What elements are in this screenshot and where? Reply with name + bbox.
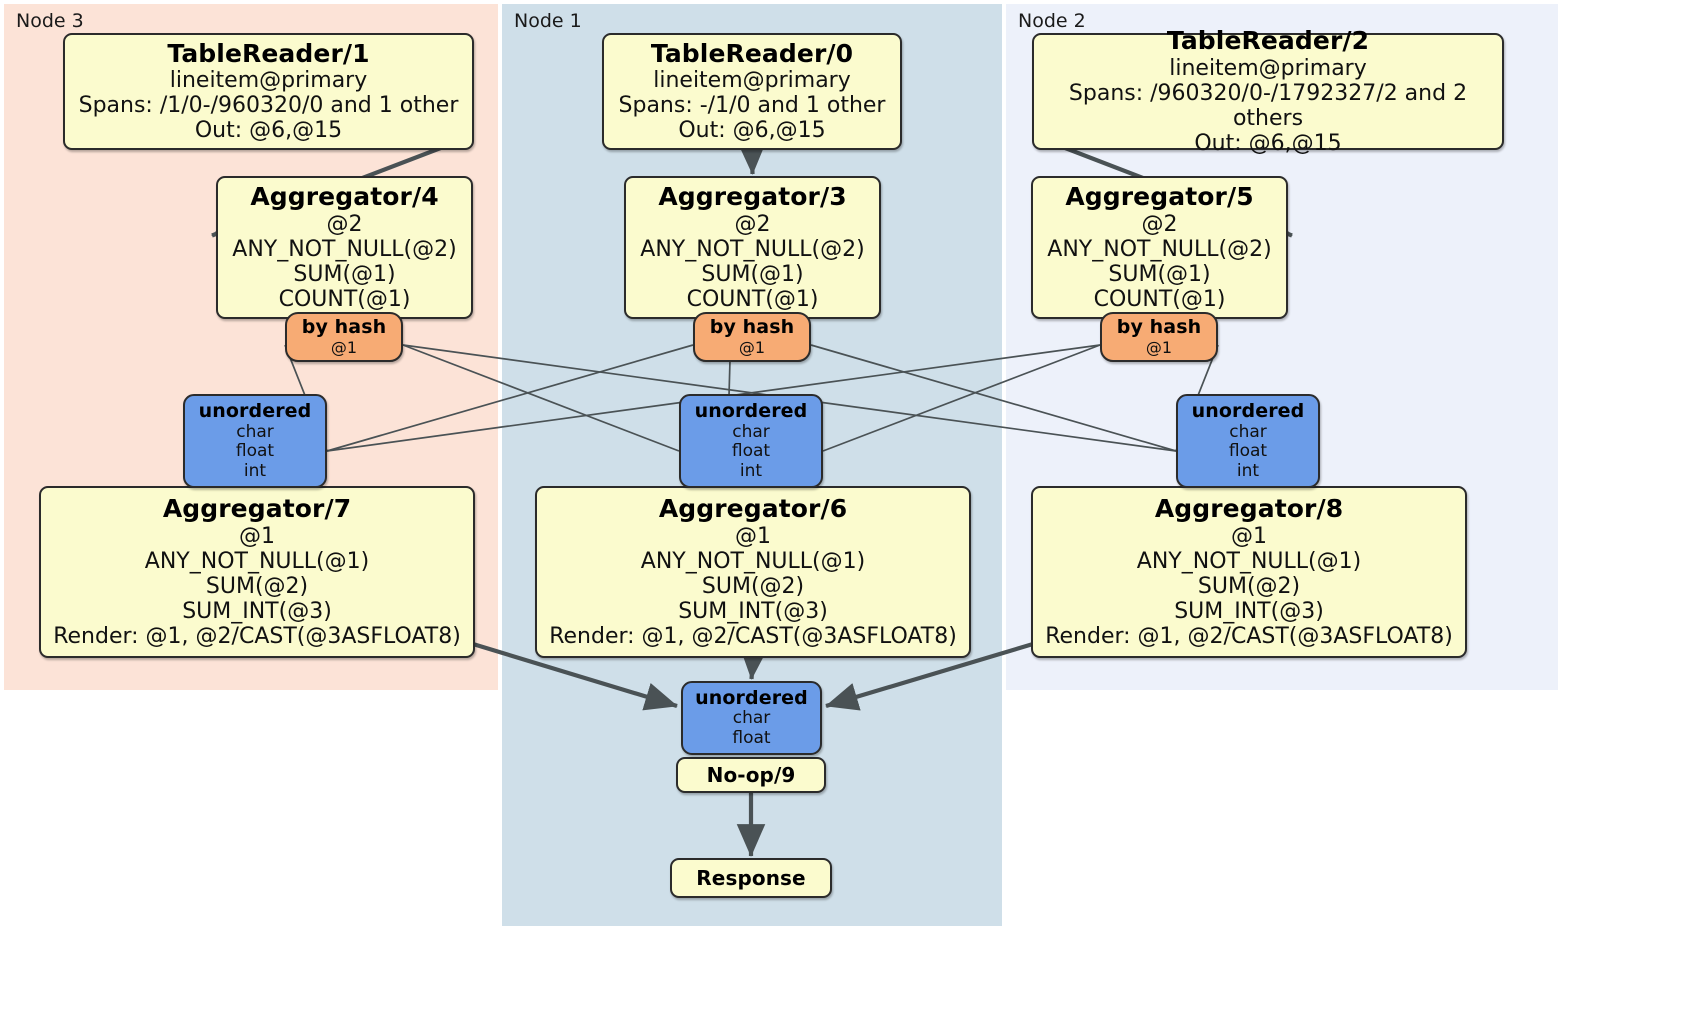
graph-node-detail-1: ANY_NOT_NULL(@2)	[1047, 236, 1272, 262]
graph-node-detail-0: @2	[1141, 211, 1178, 237]
graph-node-detail-1: Spans: /1/0-/960320/0 and 1 other	[78, 93, 459, 119]
graph-node-detail-3: COUNT(@1)	[278, 286, 411, 312]
graph-node-detail-1: Spans: /960320/0-/1792327/2 and 2 others	[1068, 80, 1468, 131]
graph-node-title: Aggregator/6	[658, 494, 848, 524]
graph-node-hash4[interactable]: by hash@1	[285, 312, 403, 362]
graph-node-title: Aggregator/3	[658, 182, 847, 212]
graph-node-title: TableReader/2	[1166, 26, 1370, 56]
graph-node-detail-3: SUM_INT(@3)	[182, 598, 332, 624]
graph-node-detail-1: ANY_NOT_NULL(@2)	[640, 236, 865, 262]
graph-node-detail-3: SUM_INT(@3)	[678, 598, 828, 624]
graph-node-detail-0: lineitem@primary	[653, 68, 851, 94]
graph-node-title: TableReader/1	[167, 38, 370, 68]
graph-node-detail-2: Out: @6,@15	[1194, 130, 1342, 156]
graph-node-detail-3: SUM_INT(@3)	[1174, 598, 1324, 624]
graph-node-detail-4: Render: @1, @2/CAST(@3ASFLOAT8)	[53, 623, 461, 649]
graph-node-detail-0: @1	[239, 523, 275, 549]
graph-node-detail-2: SUM(@1)	[1108, 261, 1211, 287]
graph-node-hash3[interactable]: by hash@1	[693, 312, 811, 362]
graph-node-detail-2: SUM(@2)	[205, 573, 309, 599]
graph-node-detail-0: char	[732, 421, 770, 442]
graph-node-detail-0: lineitem@primary	[1169, 55, 1367, 81]
graph-node-title: Aggregator/4	[250, 182, 439, 212]
graph-node-title: No-op/9	[706, 762, 796, 787]
graph-node-detail-1: float	[732, 727, 771, 748]
graph-node-detail-0: @1	[735, 523, 771, 549]
graph-node-detail-2: Out: @6,@15	[194, 118, 343, 144]
graph-node-detail-0: @2	[326, 211, 363, 237]
graph-node-noop9[interactable]: No-op/9	[676, 757, 826, 793]
graph-node-detail-0: @1	[738, 337, 766, 357]
graph-node-detail-2: SUM(@2)	[1197, 573, 1301, 599]
graph-node-title: unordered	[694, 400, 808, 423]
graph-node-detail-1: float	[731, 441, 771, 462]
graph-node-detail-2: int	[243, 460, 267, 481]
graph-node-detail-1: ANY_NOT_NULL(@2)	[232, 236, 457, 262]
graph-node-detail-0: @1	[330, 337, 358, 357]
graph-node-detail-0: char	[236, 421, 274, 442]
graph-node-detail-0: char	[1229, 421, 1267, 442]
graph-node-title: Aggregator/8	[1154, 494, 1344, 524]
graph-node-title: by hash	[709, 316, 795, 339]
node-label-node1: Node 1	[514, 10, 582, 32]
graph-node-detail-0: char	[732, 708, 771, 729]
graph-node-detail-3: COUNT(@1)	[686, 286, 819, 312]
graph-node-detail-2: SUM(@1)	[293, 261, 396, 287]
graph-node-detail-1: float	[235, 441, 275, 462]
graph-node-title: unordered	[1191, 400, 1305, 423]
graph-node-detail-2: Out: @6,@15	[678, 118, 826, 144]
node-label-node3: Node 3	[16, 10, 84, 32]
graph-node-detail-1: ANY_NOT_NULL(@1)	[1136, 548, 1362, 574]
graph-node-detail-0: @1	[1145, 337, 1173, 357]
graph-node-detail-0: @2	[734, 211, 771, 237]
graph-node-detail-3: COUNT(@1)	[1093, 286, 1226, 312]
graph-node-hash5[interactable]: by hash@1	[1100, 312, 1218, 362]
graph-node-title: by hash	[1116, 316, 1202, 339]
graph-node-detail-2: SUM(@2)	[701, 573, 805, 599]
graph-node-detail-0: @1	[1231, 523, 1267, 549]
graph-node-title: Response	[696, 865, 806, 890]
graph-node-title: TableReader/0	[650, 38, 854, 68]
graph-node-detail-4: Render: @1, @2/CAST(@3ASFLOAT8)	[1045, 623, 1453, 649]
graph-node-detail-2: SUM(@1)	[701, 261, 804, 287]
graph-node-detail-1: Spans: -/1/0 and 1 other	[618, 93, 886, 119]
graph-node-detail-2: int	[1236, 460, 1260, 481]
graph-node-title: by hash	[301, 316, 387, 339]
graph-node-detail-1: ANY_NOT_NULL(@1)	[640, 548, 866, 574]
graph-node-detail-4: Render: @1, @2/CAST(@3ASFLOAT8)	[549, 623, 957, 649]
graph-node-detail-0: lineitem@primary	[169, 68, 368, 94]
node-label-node2: Node 2	[1018, 10, 1086, 32]
graph-node-response[interactable]: Response	[670, 858, 832, 898]
graph-node-title: unordered	[695, 686, 808, 709]
graph-node-detail-1: float	[1228, 441, 1268, 462]
graph-node-title: Aggregator/5	[1065, 182, 1254, 212]
graph-node-detail-1: ANY_NOT_NULL(@1)	[144, 548, 370, 574]
graph-node-title: Aggregator/7	[162, 494, 352, 524]
graph-node-title: unordered	[198, 400, 312, 423]
graph-node-detail-2: int	[739, 460, 763, 481]
